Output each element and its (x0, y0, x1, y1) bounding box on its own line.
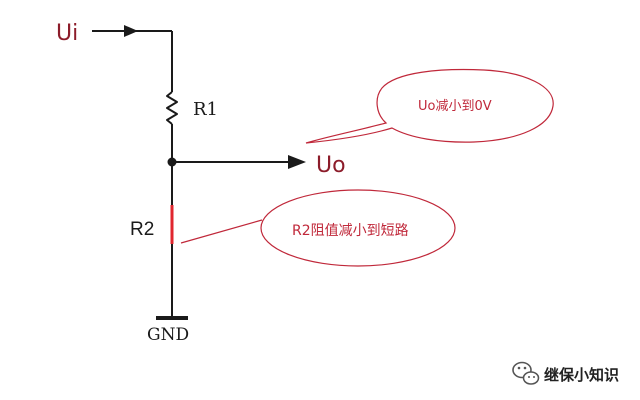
bottom-note-pointer (180, 219, 263, 244)
bottom-note-bubble (260, 189, 456, 267)
gnd-label: GND (147, 325, 189, 345)
output-arrow-icon (288, 155, 306, 169)
r1-resistor (166, 91, 178, 125)
watermark-text: 继保小知识 (544, 366, 619, 384)
wechat-logo-icon (512, 361, 540, 385)
input-label: Ui (56, 21, 78, 46)
output-label: Uo (316, 153, 346, 178)
top-note-text: Uo减小到0V (418, 99, 492, 114)
r1-label: R1 (193, 99, 218, 120)
r2-label: R2 (130, 219, 154, 240)
top-note-bubble (305, 68, 554, 144)
input-arrow-icon (124, 25, 138, 37)
bottom-note-text: R2阻值减小到短路 (292, 223, 409, 239)
